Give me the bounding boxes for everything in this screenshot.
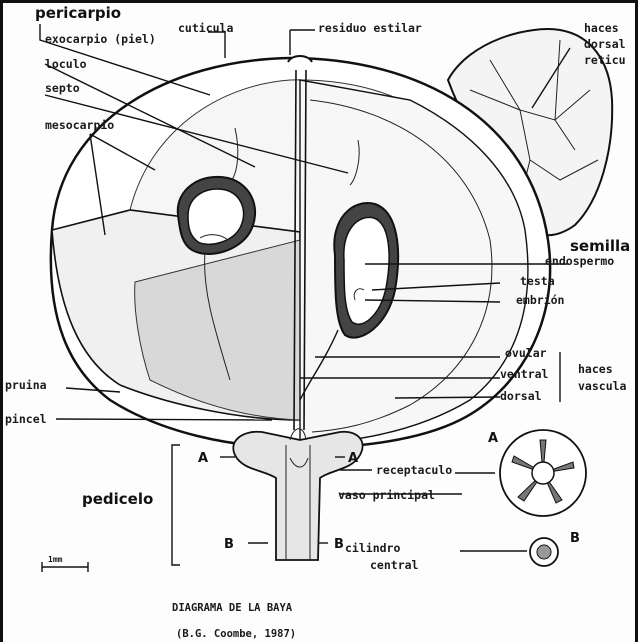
label-endospermo: endospermo	[545, 254, 614, 268]
label-central: central	[370, 558, 419, 572]
label-septo: septo	[45, 81, 80, 95]
cross-section-b	[530, 538, 558, 566]
label-b-right: B	[334, 537, 344, 552]
label-haces-vasc-2: vascula	[578, 379, 627, 393]
label-pruina: pruina	[5, 378, 47, 392]
label-scale: 1mm	[48, 555, 63, 564]
label-haces-vasc-1: haces	[578, 362, 613, 376]
label-b-left: B	[224, 537, 234, 552]
label-dorsal: dorsal	[500, 389, 542, 403]
berry-body	[51, 56, 550, 448]
label-a-right: A	[348, 451, 358, 466]
label-a-section: A	[488, 431, 498, 446]
label-citation: (B.G. Coombe, 1987)	[176, 628, 296, 640]
label-residuo-estilar: residuo estilar	[318, 21, 422, 35]
label-cuticula: cuticula	[178, 21, 233, 35]
label-embrion: embrión	[516, 293, 565, 307]
label-ventral: ventral	[500, 367, 549, 381]
cross-section-a	[500, 430, 586, 516]
label-ovular: ovular	[505, 346, 547, 360]
label-mesocarpio: mesocarpio	[45, 118, 114, 132]
label-pericarpio: pericarpio	[35, 4, 121, 22]
label-haces-dorsales-3: reticu	[584, 53, 626, 67]
label-pincel: pincel	[5, 412, 47, 426]
label-haces-dorsales-1: haces	[584, 21, 619, 35]
label-testa: testa	[520, 274, 555, 288]
label-caption: DIAGRAMA DE LA BAYA	[172, 602, 293, 614]
label-loculo: loculo	[45, 57, 87, 71]
label-receptaculo: receptaculo	[376, 463, 452, 477]
label-pedicelo: pedicelo	[82, 490, 153, 508]
label-haces-dorsales-2: dorsal	[584, 37, 626, 51]
label-b-section: B	[570, 531, 580, 546]
label-semilla: semilla	[570, 237, 630, 255]
label-vaso-principal: vaso principal	[338, 488, 435, 502]
label-cilindro: cilindro	[345, 541, 400, 555]
label-a-left: A	[198, 451, 208, 466]
label-exocarpio: exocarpio (piel)	[45, 32, 156, 46]
